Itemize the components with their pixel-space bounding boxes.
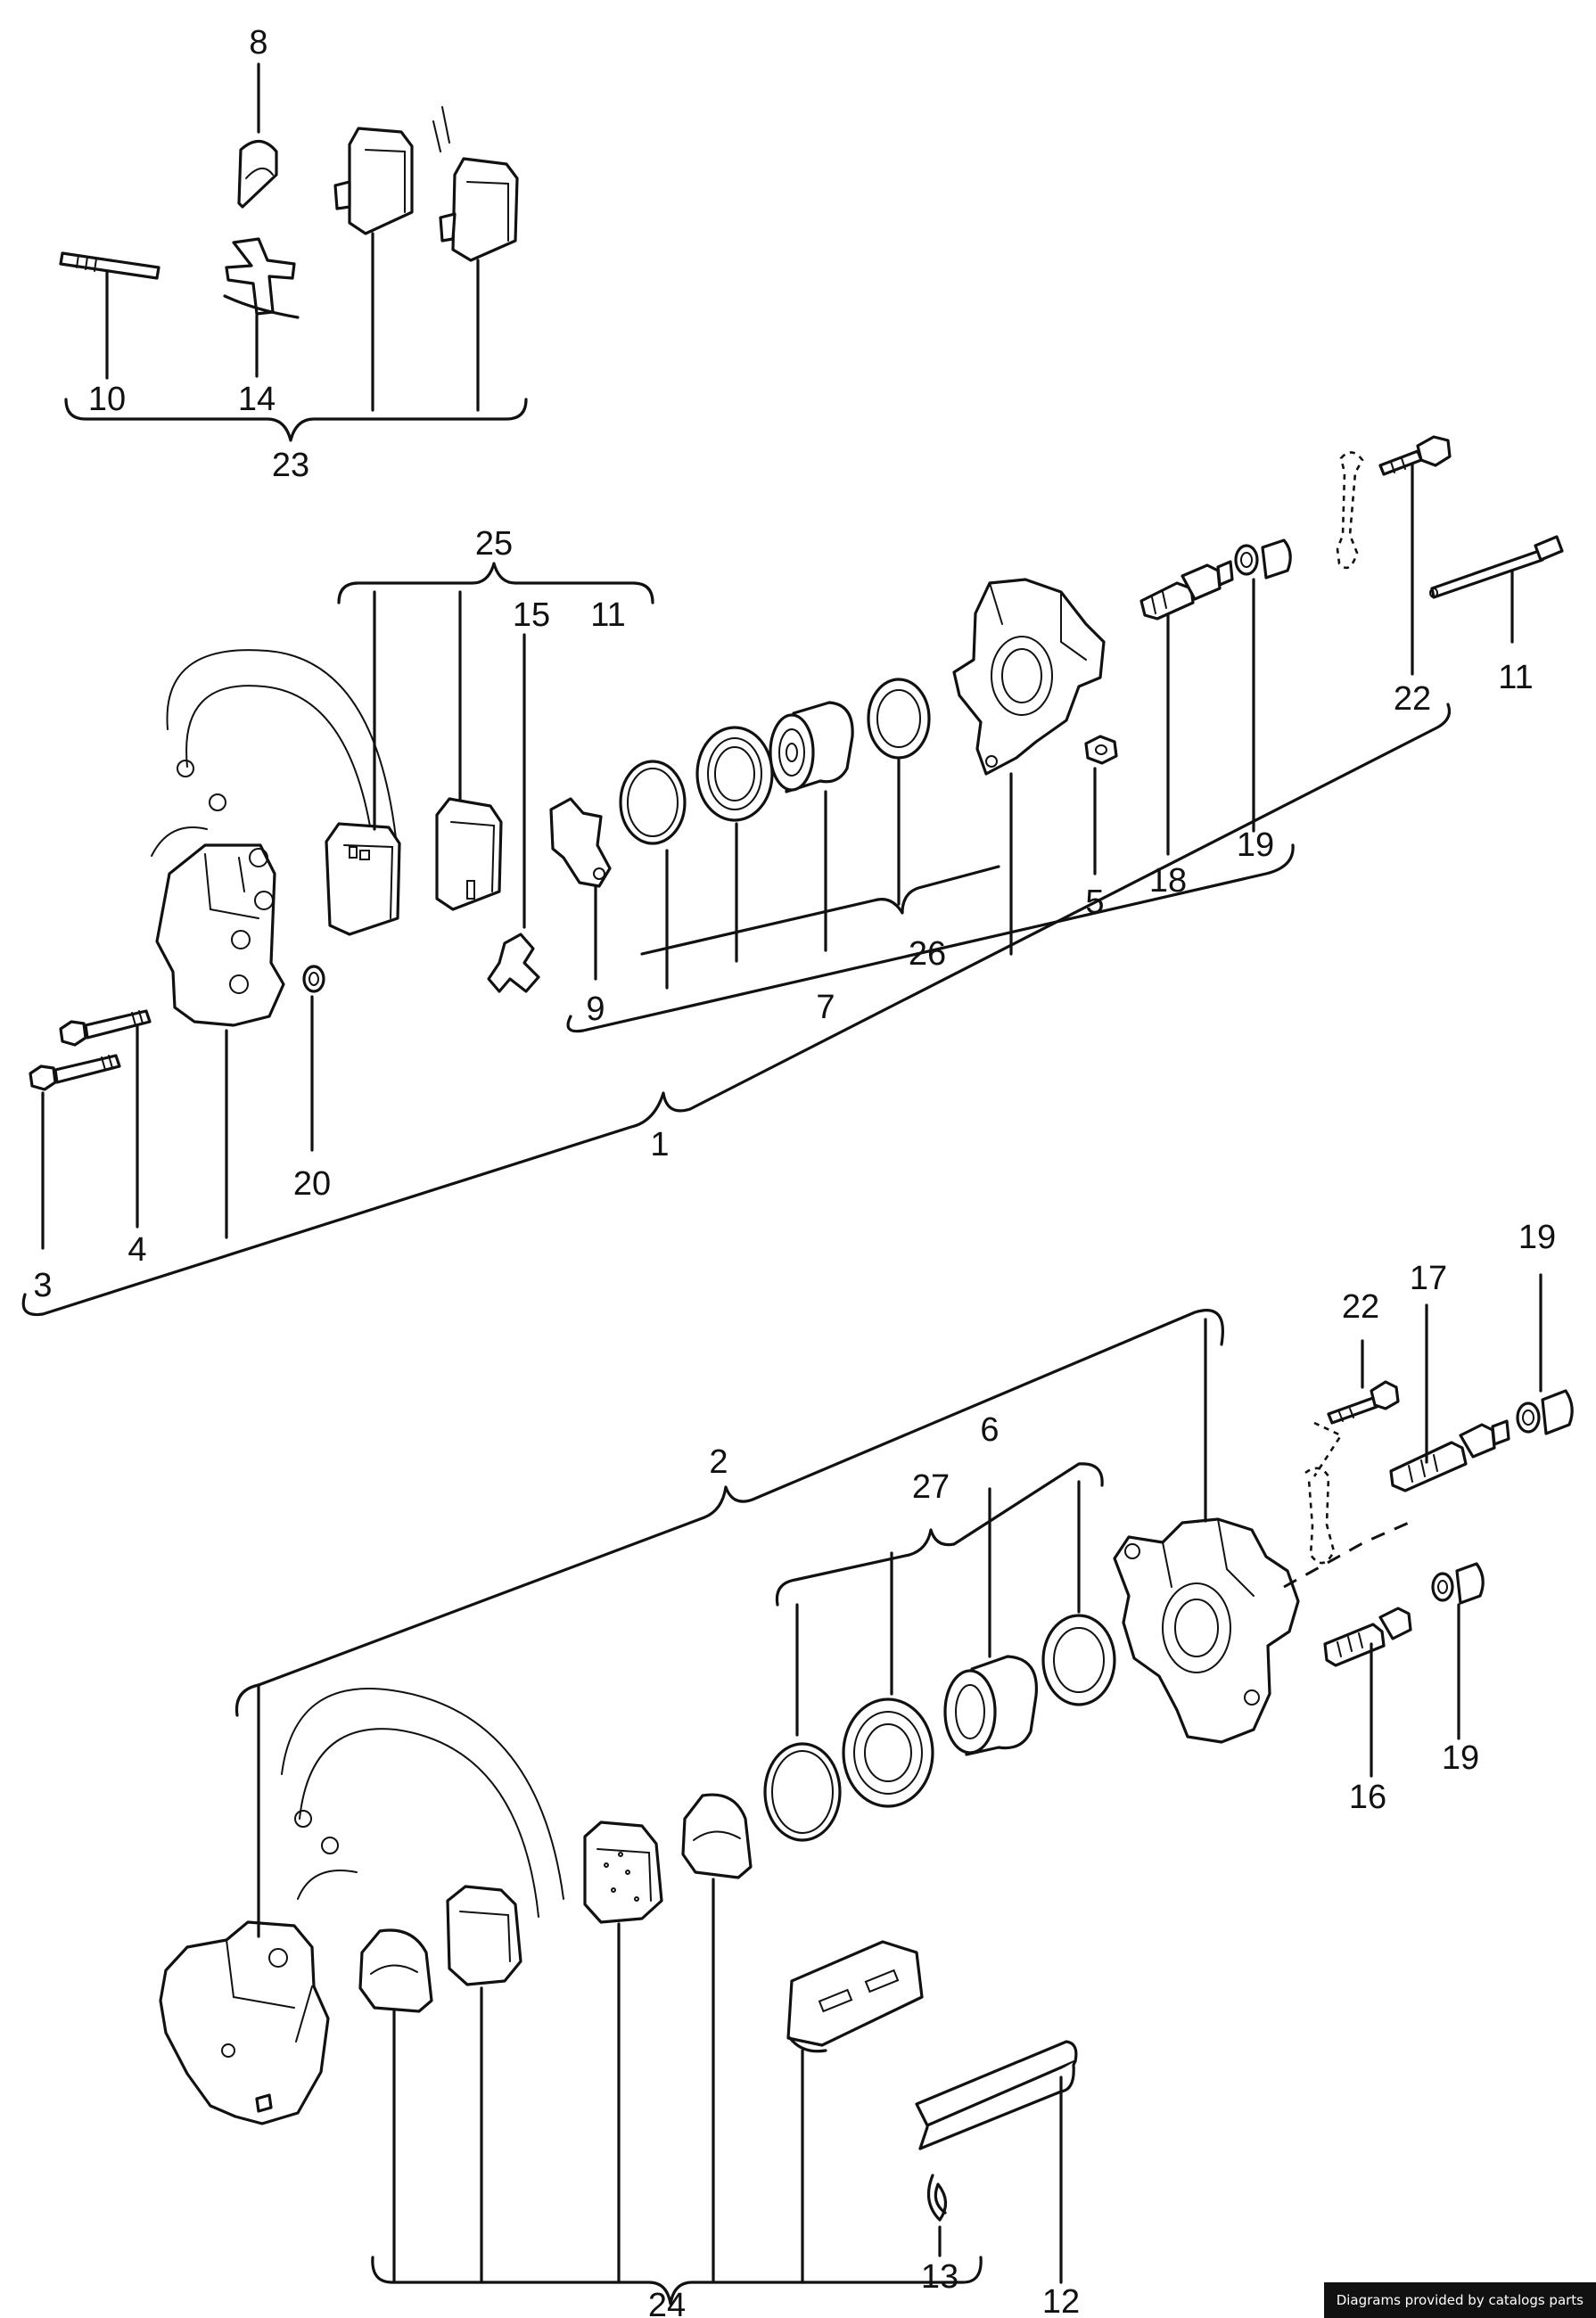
label-7: 7: [816, 989, 835, 1026]
label-5: 5: [1085, 884, 1104, 921]
part-pad-a: [333, 127, 414, 412]
part-13-clip: [926, 2174, 948, 2257]
dotted-bracket-pipe: [1304, 1421, 1343, 1565]
label-10: 10: [88, 381, 126, 418]
dashed-connector-line: [1283, 1521, 1410, 1589]
part-6-piston: [943, 1487, 1038, 1756]
part-15-spring: [487, 633, 540, 993]
label-15: 15: [513, 596, 550, 634]
bracket-25: [337, 562, 654, 604]
label-11-upper: 11: [590, 596, 625, 634]
part-22-bolt-lower: [1327, 1339, 1400, 1425]
label-3: 3: [33, 1267, 52, 1304]
label-23: 23: [272, 447, 309, 484]
part-9-spring-plate: [549, 797, 612, 981]
part-19-dust-cap-lower-right: [1431, 1562, 1485, 1740]
part-19-dust-cap-upper-right: [1516, 1273, 1574, 1435]
label-9: 9: [586, 990, 605, 1028]
label-22-lower: 22: [1342, 1288, 1379, 1326]
label-12: 12: [1042, 2283, 1080, 2318]
part-3-bolt: [29, 1054, 121, 1250]
part-10-retaining-pin: [59, 251, 160, 380]
part-11-long-pin: [1429, 535, 1564, 644]
part-caliper-half-right: [952, 578, 1106, 956]
label-6: 6: [980, 1411, 999, 1449]
part-shim-lower-b: [681, 1793, 753, 2284]
bracket-23: [64, 398, 528, 442]
credit-badge: Diagrams provided by catalogs parts: [1323, 2282, 1596, 2318]
part-22-bolt: [1378, 435, 1452, 676]
label-19-lower-right: 19: [1442, 1739, 1479, 1777]
bracket-2: [234, 1309, 1224, 1717]
bracket-1-inner: [566, 843, 1295, 1033]
part-16-bleeder-valve: [1323, 1607, 1412, 1778]
part-4-bolt: [59, 1009, 152, 1229]
label-16: 16: [1349, 1779, 1386, 1816]
label-26: 26: [909, 935, 946, 973]
label-14: 14: [238, 381, 276, 418]
brake-disc-upper: [151, 649, 397, 857]
label-24: 24: [648, 2287, 686, 2318]
part-caliper-half-left: [155, 843, 285, 1239]
bracket-26: [640, 865, 1000, 956]
part-5-nut: [1084, 735, 1118, 875]
part-shim-lower-a: [358, 1928, 433, 2284]
group-23-pad-kit: [59, 62, 528, 442]
part-pad-b: [432, 106, 519, 412]
part-pad-lower-b: [583, 1821, 663, 2284]
part-20-seal: [302, 965, 325, 1152]
label-13: 13: [921, 2258, 958, 2296]
part-7-piston: [769, 701, 854, 952]
label-20: 20: [293, 1165, 331, 1203]
part-pad-25a: [325, 590, 401, 936]
bracket-1: [21, 703, 1452, 1317]
part-caliper-half-lower-right: [1113, 1318, 1300, 1744]
brake-disc-lower: [281, 1687, 564, 1918]
part-8-spring-clip: [237, 62, 278, 209]
label-8: 8: [249, 24, 267, 62]
part-piston-seal-lower: [1041, 1480, 1116, 1706]
label-1: 1: [650, 1126, 669, 1163]
part-circlip: [619, 760, 687, 990]
label-11-right: 11: [1498, 659, 1533, 696]
part-19-dust-cap: [1234, 538, 1292, 833]
label-22-upper: 22: [1394, 680, 1431, 718]
part-connecting-pipe-dotted: [1336, 451, 1364, 570]
part-pad-25b: [435, 590, 503, 911]
label-27: 27: [912, 1468, 950, 1506]
label-25: 25: [475, 525, 513, 563]
part-dust-boot: [695, 726, 774, 963]
part-18-bleeder-valve: [1139, 560, 1234, 856]
part-spring-plate-lower: [786, 1940, 924, 2284]
part-dust-boot-lower: [842, 1551, 934, 1808]
bracket-24: [371, 2256, 983, 2306]
part-piston-seal: [867, 678, 931, 906]
part-pad-lower-a: [446, 1885, 522, 2284]
part-12-retaining-pins: [915, 2040, 1078, 2284]
group-2-caliper-assembly: [159, 1273, 1574, 2306]
group-1-caliper-assembly: [21, 435, 1564, 1317]
part-14-anti-rattle-spring: [223, 237, 300, 378]
label-19-top-right: 19: [1518, 1219, 1556, 1256]
label-19-upper: 19: [1237, 826, 1274, 864]
part-17-bleeder-valve: [1389, 1303, 1510, 1492]
label-2: 2: [709, 1443, 728, 1481]
bracket-27: [775, 1462, 1104, 1607]
label-4: 4: [128, 1231, 146, 1269]
label-18: 18: [1149, 862, 1187, 900]
label-17: 17: [1410, 1260, 1447, 1297]
part-circlip-lower: [763, 1603, 842, 1842]
callout-labels: 8 10 14 23 25 15 11 22 11 5 18 19 26 9 7…: [33, 24, 1556, 2318]
part-caliper-half-lower-left: [159, 1683, 330, 2125]
